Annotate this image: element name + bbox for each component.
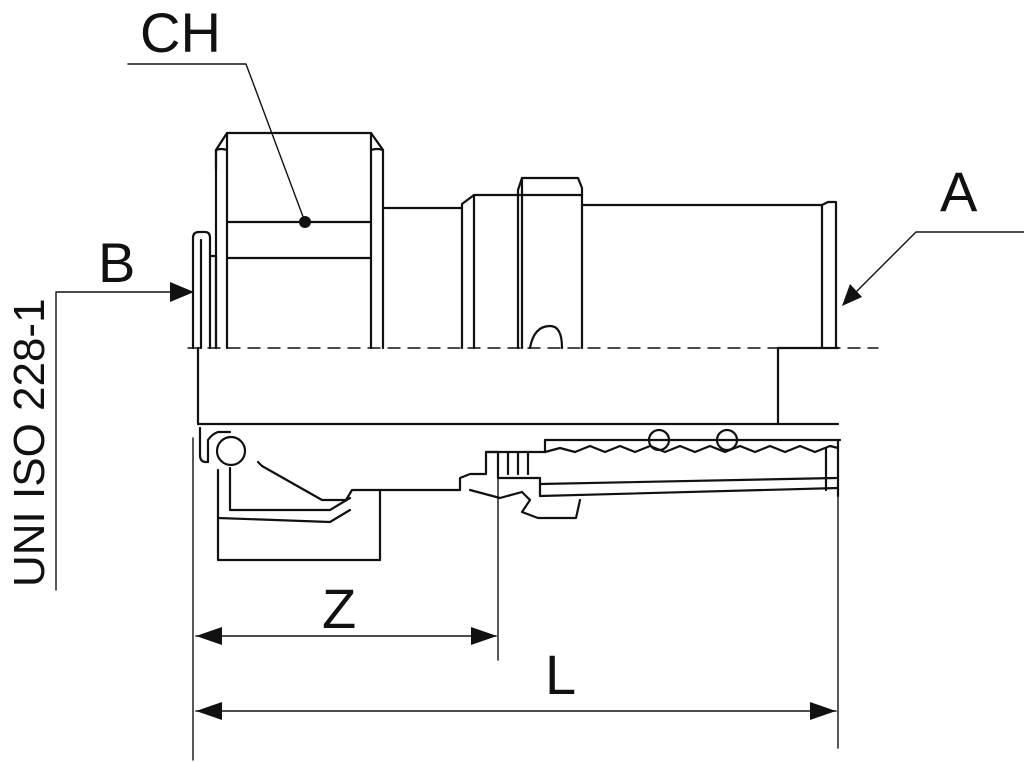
dimension-lines bbox=[195, 635, 837, 712]
leader-lines bbox=[55, 63, 1024, 591]
label-a: A bbox=[940, 160, 978, 223]
label-l: L bbox=[545, 643, 576, 706]
arrow-b-icon bbox=[170, 282, 194, 302]
hex-nut bbox=[214, 131, 385, 350]
ch-leader-dot bbox=[299, 216, 311, 228]
arrow-l-right-icon bbox=[810, 702, 836, 720]
washer bbox=[191, 230, 218, 350]
arrow-z-right-icon bbox=[471, 627, 497, 645]
collar bbox=[460, 176, 584, 350]
label-b: B bbox=[98, 231, 135, 294]
label-ch: CH bbox=[140, 1, 221, 64]
section-view bbox=[196, 346, 842, 562]
arrow-l-left-icon bbox=[196, 702, 222, 720]
extension-lines bbox=[192, 437, 839, 761]
press-sleeve bbox=[580, 200, 838, 350]
label-z: Z bbox=[322, 577, 356, 640]
label-standard: UNI ISO 228-1 bbox=[5, 298, 54, 587]
arrow-a-icon bbox=[842, 284, 862, 306]
arrow-z-left-icon bbox=[196, 627, 222, 645]
